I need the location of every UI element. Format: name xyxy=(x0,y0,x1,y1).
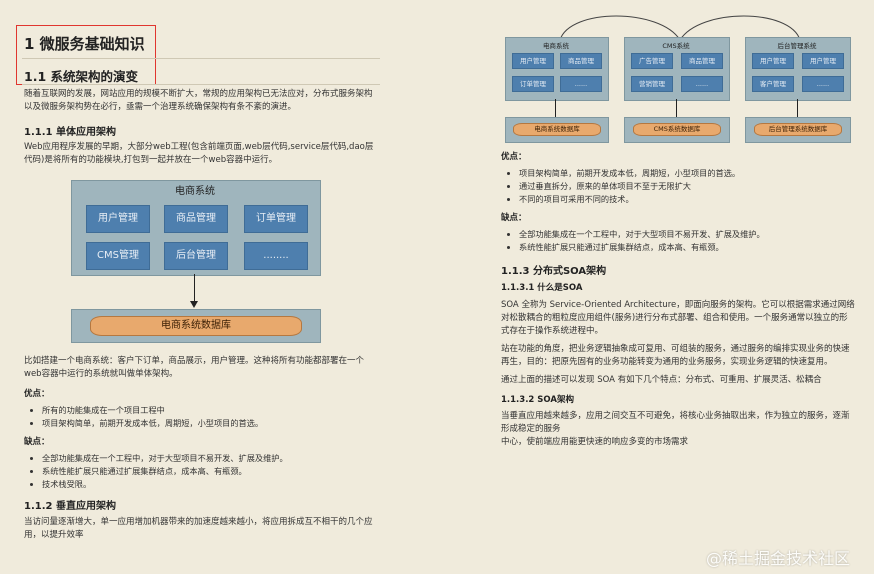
module-box: 商品管理 xyxy=(681,53,723,69)
module-box: 用户管理 xyxy=(512,53,554,69)
system-title: 后台管理系统 xyxy=(777,42,817,50)
cons-list: 全部功能集成在一个工程中，对于大型项目不易开发、扩展及维护。 系统性能扩展只能通… xyxy=(24,452,392,491)
list-item: 通过垂直拆分，原来的单体项目不至于无限扩大 xyxy=(519,180,874,193)
example-paragraph: 比如搭建一个电商系统：客户下订单，商品展示，用户管理。这种将所有功能都部署在一个… xyxy=(24,356,365,379)
monolith-paragraph: Web应用程序发展的早期，大部分web工程(包含前端页面,web层代码,serv… xyxy=(24,142,374,165)
system-connection-curves xyxy=(559,15,801,41)
subsection-title-monolith: 1.1.1 单体应用架构 xyxy=(24,127,116,138)
cons-label: 缺点： xyxy=(24,437,50,447)
soa-paragraph-4: 当垂直应用越来越多，应用之间交互不可避免，将核心业务抽取出来，作为独立的服务，逐… xyxy=(501,411,850,434)
soa-paragraph-2: 站在功能的角度，把业务逻辑抽象成可复用、可组装的服务，通过服务的编排实现业务的快… xyxy=(501,344,850,367)
soa-paragraph-5: 中心，使前端应用能更快速的响应多变的市场需求 xyxy=(501,437,689,447)
arrow-line xyxy=(797,99,798,117)
subsubsection-what-is-soa: 1.1.3.1 什么是SOA xyxy=(501,283,583,293)
chapter-title: 1 微服务基础知识 xyxy=(24,35,145,53)
intro-paragraph: 随着互联网的发展，网站应用的规模不断扩大，常规的应用架构已无法应对，分布式服务架… xyxy=(24,89,373,112)
arrow-line xyxy=(194,274,195,302)
cons-label: 缺点： xyxy=(501,213,527,223)
list-item: 全部功能集成在一个工程中，对于大型项目不易开发、扩展及维护。 xyxy=(519,228,874,241)
pros-label: 优点： xyxy=(501,152,527,162)
system-title: CMS系统 xyxy=(662,42,690,50)
list-item: 不同的项目可采用不同的技术。 xyxy=(519,193,874,206)
list-item: 所有的功能集成在一个项目工程中 xyxy=(42,404,392,417)
module-box: 客户管理 xyxy=(752,76,794,92)
module-order: 订单管理 xyxy=(244,205,308,233)
module-box: 营销管理 xyxy=(631,76,673,92)
watermark: @稀土掘金技术社区 xyxy=(706,549,851,568)
module-box: 订单管理 xyxy=(512,76,554,92)
section-title: 1.1 系统架构的演变 xyxy=(24,69,138,84)
divider xyxy=(22,84,380,85)
divider xyxy=(22,58,380,59)
vertical-paragraph: 当访问量逐渐增大，单一应用增加机器带来的加速度越来越小，将应用拆成互不相干的几个… xyxy=(24,517,373,540)
subsubsection-soa-architecture: 1.1.3.2 SOA架构 xyxy=(501,395,575,405)
list-item: 全部功能集成在一个工程中，对于大型项目不易开发、扩展及维护。 xyxy=(42,452,392,465)
arrow-line xyxy=(555,99,556,117)
module-user: 用户管理 xyxy=(86,205,150,233)
module-box: ...... xyxy=(681,76,723,92)
module-product: 商品管理 xyxy=(164,205,228,233)
system-title: 电商系统 xyxy=(543,42,569,50)
pros-list: 所有的功能集成在一个项目工程中 项目架构简单，前期开发成本低，周期短，小型项目的… xyxy=(24,404,392,430)
admin-db: 后台管理系统数据库 xyxy=(754,123,842,136)
subsection-title-vertical: 1.1.2 垂直应用架构 xyxy=(24,501,116,512)
list-item: 项目架构简单，前期开发成本低，周期短，小型项目的首选。 xyxy=(42,417,392,430)
list-item: 系统性能扩展只能通过扩展集群结点，成本高、有瓶颈。 xyxy=(42,465,392,478)
module-box: ...... xyxy=(802,76,844,92)
list-item: 系统性能扩展只能通过扩展集群结点，成本高、有瓶颈。 xyxy=(519,241,874,254)
module-box: ...... xyxy=(560,76,602,92)
arrow-head xyxy=(190,301,198,308)
arrow-line xyxy=(676,99,677,117)
cms-db: CMS系统数据库 xyxy=(633,123,721,136)
module-more: ........ xyxy=(244,242,308,270)
list-item: 项目架构简单，前期开发成本低，周期短，小型项目的首选。 xyxy=(519,167,874,180)
pros-label: 优点： xyxy=(24,389,50,399)
subsection-title-soa: 1.1.3 分布式SOA架构 xyxy=(501,266,607,277)
module-box: 商品管理 xyxy=(560,53,602,69)
module-box: 用户管理 xyxy=(752,53,794,69)
pros-list: 项目架构简单，前期开发成本低，周期短，小型项目的首选。 通过垂直拆分，原来的单体… xyxy=(501,167,874,206)
soa-paragraph-1: SOA 全称为 Service-Oriented Architecture，即面… xyxy=(501,300,855,336)
cons-list: 全部功能集成在一个工程中，对于大型项目不易开发、扩展及维护。 系统性能扩展只能通… xyxy=(501,228,874,254)
module-admin: 后台管理 xyxy=(164,242,228,270)
module-box: 用户管理 xyxy=(802,53,844,69)
soa-paragraph-3: 通过上面的描述可以发现 SOA 有如下几个特点：分布式、可重用、扩展灵活、松耦合 xyxy=(501,375,822,385)
ecommerce-system-title: 电商系统 xyxy=(175,186,215,197)
module-cms: CMS管理 xyxy=(86,242,150,270)
ecommerce-database: 电商系统数据库 xyxy=(90,316,302,336)
module-box: 广告管理 xyxy=(631,53,673,69)
list-item: 技术栈受限。 xyxy=(42,478,392,491)
ecommerce-db: 电商系统数据库 xyxy=(513,123,601,136)
